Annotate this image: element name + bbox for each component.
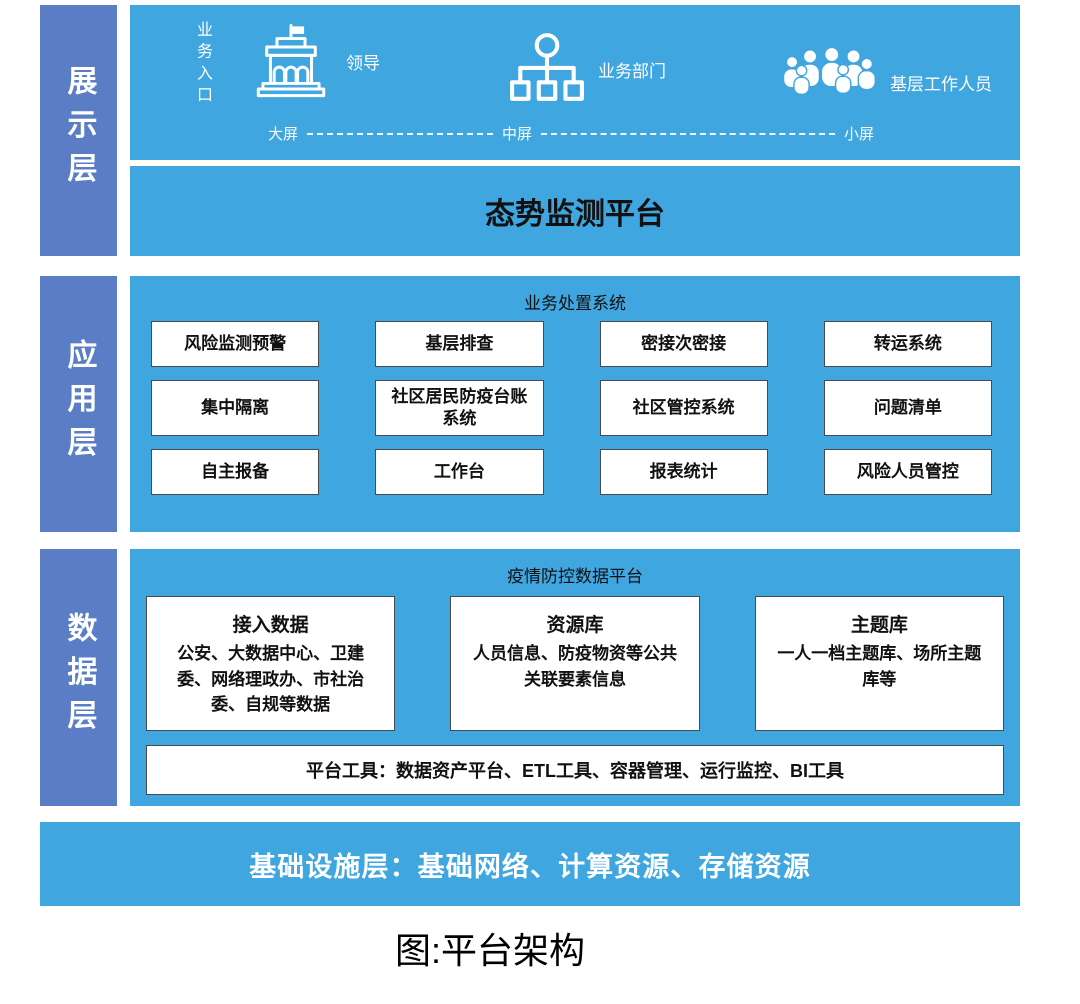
application-modules-grid: 风险监测预警 基层排查 密接次密接 转运系统 集中隔离 社区居民防疫台账系统 社… — [151, 321, 992, 496]
screen-label-small: 小屏 — [843, 126, 874, 143]
data-stores-grid: 接入数据 公安、大数据中心、卫建委、网络理政办、市社治委、自规等数据 资源库 人… — [146, 596, 1004, 731]
module-box: 密接次密接 — [599, 321, 768, 367]
platform-tools-bar: 平台工具：数据资产平台、ETL工具、容器管理、运行监控、BI工具 — [146, 745, 1004, 795]
data-store-desc: 一人一档主题库、场所主题库等 — [777, 644, 982, 689]
business-entry-vertical-label: 业务入口 — [194, 21, 211, 108]
data-store-title: 资源库 — [546, 615, 604, 636]
module-box: 基层排查 — [375, 321, 544, 367]
data-store-box: 主题库 一人一档主题库、场所主题库等 — [754, 596, 1004, 731]
module-box: 社区管控系统 — [599, 380, 768, 437]
module-box: 自主报备 — [151, 449, 320, 496]
module-box: 集中隔离 — [151, 380, 320, 437]
org-chart-icon — [508, 33, 586, 105]
module-box: 转运系统 — [823, 321, 992, 367]
layer-label-display: 展示层 — [40, 5, 117, 256]
screen-label-large: 大屏 — [268, 126, 299, 143]
module-box: 问题清单 — [823, 380, 992, 437]
data-store-title: 主题库 — [850, 615, 908, 636]
data-store-desc: 公安、大数据中心、卫建委、网络理政办、市社治委、自规等数据 — [177, 644, 365, 714]
data-store-box: 接入数据 公安、大数据中心、卫建委、网络理政办、市社治委、自规等数据 — [146, 596, 396, 731]
persona-workers-label: 基层工作人员 — [890, 74, 992, 94]
module-box: 报表统计 — [599, 449, 768, 496]
infrastructure-layer-bar: 基础设施层：基础网络、计算资源、存储资源 — [40, 822, 1020, 906]
situation-monitoring-platform-banner: 态势监测平台 — [130, 166, 1020, 256]
layer-label-application-text: 应用层 — [62, 338, 96, 470]
dashed-connector — [541, 132, 835, 135]
persona-department: 业务部门 — [508, 33, 666, 105]
screen-label-medium: 中屏 — [502, 126, 533, 143]
data-store-desc: 人员信息、防疫物资等公共关联要素信息 — [472, 644, 677, 689]
persona-workers: 基层工作人员 — [778, 47, 992, 117]
situation-monitoring-platform-text: 态势监测平台 — [485, 198, 665, 231]
dashed-connector — [307, 132, 494, 135]
government-building-icon — [248, 19, 334, 103]
layer-label-display-text: 展示层 — [62, 65, 96, 196]
module-box: 风险人员管控 — [823, 449, 992, 496]
screens-row: 大屏 中屏 小屏 — [268, 123, 874, 144]
epidemic-data-platform-panel: 疫情防控数据平台 接入数据 公安、大数据中心、卫建委、网络理政办、市社治委、自规… — [130, 549, 1020, 806]
persona-leader-label: 领导 — [346, 53, 380, 73]
module-box: 社区居民防疫台账系统 — [375, 380, 544, 437]
module-box: 风险监测预警 — [151, 321, 320, 367]
layer-label-data-text: 数据层 — [62, 612, 96, 743]
business-entry-panel: 业务入口 领导 — [130, 5, 1020, 160]
persona-department-label: 业务部门 — [598, 61, 666, 81]
epidemic-data-platform-title: 疫情防控数据平台 — [507, 567, 643, 586]
data-store-title: 接入数据 — [232, 615, 309, 636]
business-handling-title: 业务处置系统 — [524, 294, 626, 313]
data-store-box: 资源库 人员信息、防疫物资等公共关联要素信息 — [450, 596, 700, 731]
module-box: 工作台 — [375, 449, 544, 496]
persona-leader: 领导 — [248, 19, 380, 103]
layer-label-data: 数据层 — [40, 549, 117, 806]
people-group-icon — [778, 47, 878, 117]
business-handling-panel: 业务处置系统 风险监测预警 基层排查 密接次密接 转运系统 集中隔离 社区居民防… — [130, 276, 1020, 532]
figure-caption: 图:平台架构 — [394, 930, 585, 971]
layer-label-application: 应用层 — [40, 276, 117, 532]
